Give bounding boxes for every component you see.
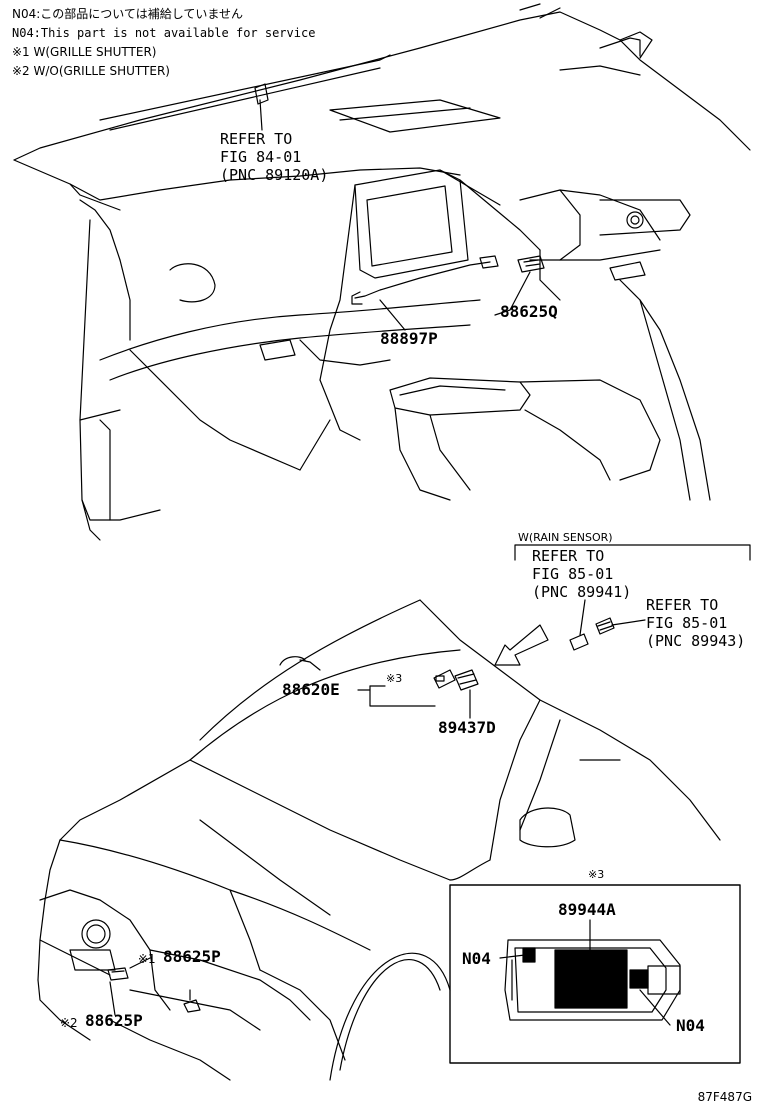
part-88620E[interactable]: 88620E bbox=[282, 680, 340, 699]
fig-number: FIG 84-01 bbox=[220, 148, 302, 166]
refer-to-label: REFER TO bbox=[220, 130, 293, 148]
note-mark-1: ※1 W(GRILLE SHUTTER) bbox=[12, 45, 157, 59]
n04-label-right[interactable]: N04 bbox=[676, 1016, 705, 1035]
part-88625P-w-grille[interactable]: 88625P bbox=[163, 947, 221, 966]
refer-fig-85-01-a: REFER TO FIG 85-01 (PNC 89941) bbox=[532, 547, 631, 601]
rain-sensor-bracket bbox=[514, 544, 751, 651]
note-n04-english: N04:This part is not available for servi… bbox=[12, 26, 316, 40]
part-88625P-wo-grille[interactable]: 88625P bbox=[85, 1011, 143, 1030]
rain-sensor-label: W(RAIN SENSOR) bbox=[518, 531, 613, 544]
refer-to-label: REFER TO bbox=[646, 596, 719, 614]
mark-3-inset: ※3 bbox=[588, 868, 605, 881]
note-n04-japanese: N04:この部品については補給していません bbox=[12, 7, 243, 21]
car-front-illustration bbox=[37, 599, 721, 1081]
pnc-number: (PNC 89120A) bbox=[220, 166, 329, 184]
pnc-number: (PNC 89941) bbox=[532, 583, 632, 601]
refer-fig-84-01: REFER TO FIG 84-01 (PNC 89120A) bbox=[220, 130, 328, 184]
fig-number: FIG 85-01 bbox=[646, 614, 728, 632]
part-88897P[interactable]: 88897P bbox=[380, 329, 438, 348]
direction-arrow bbox=[494, 624, 549, 666]
part-89437D[interactable]: 89437D bbox=[438, 718, 496, 737]
figure-code: 87F487G bbox=[697, 1090, 752, 1104]
part-89944A[interactable]: 89944A bbox=[558, 900, 616, 919]
inset-detail bbox=[449, 884, 741, 1064]
mark-1: ※1 bbox=[138, 952, 156, 966]
note-mark-2: ※2 W/O(GRILLE SHUTTER) bbox=[12, 64, 170, 78]
dashboard-illustration bbox=[13, 3, 751, 541]
fig-number: FIG 85-01 bbox=[532, 565, 614, 583]
part-88625Q[interactable]: 88625Q bbox=[500, 302, 558, 321]
refer-to-label: REFER TO bbox=[532, 547, 605, 565]
n04-label-left[interactable]: N04 bbox=[462, 949, 491, 968]
pnc-number: (PNC 89943) bbox=[646, 632, 746, 650]
mark-2: ※2 bbox=[60, 1016, 78, 1030]
mark-3-small: ※3 bbox=[386, 672, 403, 685]
refer-fig-85-01-b: REFER TO FIG 85-01 (PNC 89943) bbox=[646, 596, 745, 650]
